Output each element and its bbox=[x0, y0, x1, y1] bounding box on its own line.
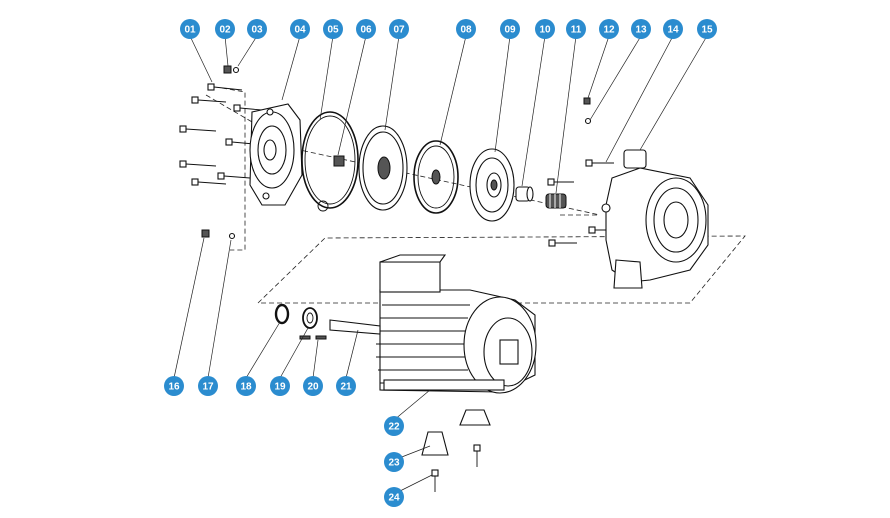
label-02: 02 bbox=[215, 19, 235, 39]
svg-text:08: 08 bbox=[460, 25, 472, 36]
label-19: 19 bbox=[270, 376, 290, 396]
svg-text:06: 06 bbox=[360, 25, 372, 36]
svg-text:20: 20 bbox=[307, 382, 319, 393]
svg-text:22: 22 bbox=[388, 422, 400, 433]
svg-text:02: 02 bbox=[219, 25, 231, 36]
svg-text:21: 21 bbox=[340, 382, 352, 393]
svg-text:23: 23 bbox=[388, 458, 400, 469]
label-13: 13 bbox=[631, 19, 651, 39]
svg-text:07: 07 bbox=[393, 25, 405, 36]
label-08: 08 bbox=[456, 19, 476, 39]
svg-text:24: 24 bbox=[388, 493, 400, 504]
impeller bbox=[469, 148, 515, 222]
shaft-rings bbox=[274, 303, 327, 340]
label-23: 23 bbox=[384, 452, 404, 472]
label-04: 04 bbox=[290, 19, 310, 39]
label-16: 16 bbox=[164, 376, 184, 396]
label-03: 03 bbox=[247, 19, 267, 39]
pump-casing bbox=[601, 149, 709, 289]
label-21: 21 bbox=[336, 376, 356, 396]
seal-nut bbox=[333, 155, 345, 167]
diffuser-disc bbox=[413, 140, 459, 214]
impeller-plate bbox=[358, 125, 408, 211]
pump-backplate bbox=[249, 103, 303, 206]
mechanical-seal bbox=[545, 193, 567, 209]
svg-text:13: 13 bbox=[635, 25, 647, 36]
svg-text:16: 16 bbox=[168, 382, 180, 393]
label-12: 12 bbox=[599, 19, 619, 39]
label-22: 22 bbox=[384, 416, 404, 436]
svg-text:18: 18 bbox=[240, 382, 252, 393]
svg-text:12: 12 bbox=[603, 25, 615, 36]
label-11: 11 bbox=[566, 19, 586, 39]
svg-text:03: 03 bbox=[251, 25, 263, 36]
motor-feet bbox=[421, 409, 491, 492]
svg-text:17: 17 bbox=[202, 382, 214, 393]
callout-badges: 01 02 03 04 05 06 07 08 09 10 11 12 13 1… bbox=[164, 19, 717, 507]
label-20: 20 bbox=[303, 376, 323, 396]
label-09: 09 bbox=[500, 19, 520, 39]
label-15: 15 bbox=[697, 19, 717, 39]
shaft-sleeve bbox=[515, 186, 534, 202]
label-14: 14 bbox=[663, 19, 683, 39]
label-01: 01 bbox=[180, 19, 200, 39]
label-05: 05 bbox=[323, 19, 343, 39]
svg-text:19: 19 bbox=[274, 382, 286, 393]
svg-text:11: 11 bbox=[571, 25, 582, 36]
svg-text:14: 14 bbox=[667, 25, 679, 36]
label-18: 18 bbox=[236, 376, 256, 396]
label-06: 06 bbox=[356, 19, 376, 39]
svg-text:09: 09 bbox=[504, 25, 516, 36]
label-24: 24 bbox=[384, 487, 404, 507]
svg-text:04: 04 bbox=[294, 25, 306, 36]
label-10: 10 bbox=[535, 19, 555, 39]
svg-text:01: 01 bbox=[184, 25, 196, 36]
bolts-left bbox=[179, 65, 263, 240]
svg-text:05: 05 bbox=[327, 25, 339, 36]
electric-motor bbox=[329, 254, 537, 394]
label-17: 17 bbox=[198, 376, 218, 396]
svg-text:10: 10 bbox=[539, 25, 551, 36]
gasket-ring bbox=[301, 111, 359, 212]
svg-text:15: 15 bbox=[701, 25, 713, 36]
label-07: 07 bbox=[389, 19, 409, 39]
